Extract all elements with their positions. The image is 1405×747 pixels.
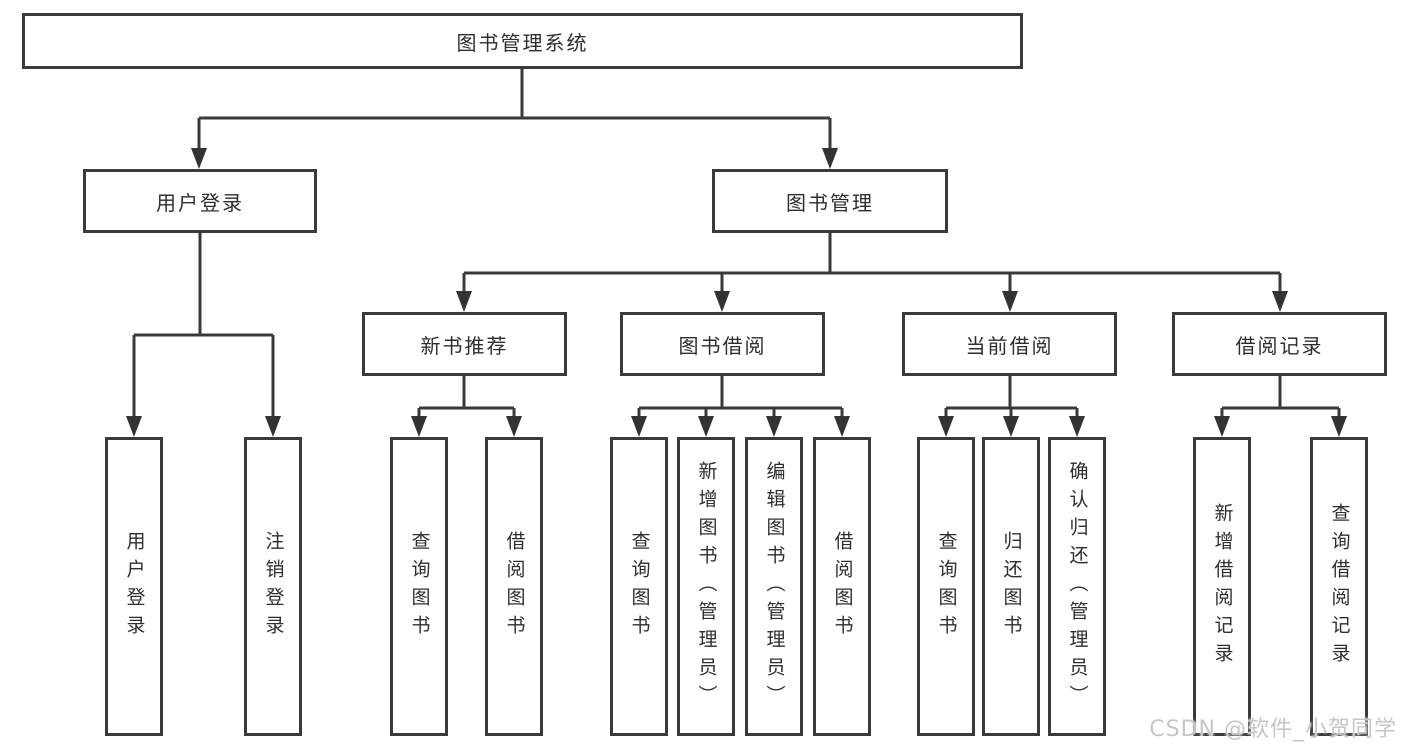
leaf-user-login-label: 用户登录 <box>123 530 146 643</box>
leaf-user-login: 用户登录 <box>105 437 163 736</box>
leaf-current-confirm-return-admin-label: 确认归还（管理员） <box>1066 460 1089 713</box>
leaf-borrowing-query-books: 查询图书 <box>610 437 668 736</box>
leaf-borrowing-add-books-admin-label: 新增图书（管理员） <box>695 460 718 713</box>
node-new-book-recommend-label: 新书推荐 <box>420 333 509 358</box>
node-book-borrowing-label: 图书借阅 <box>678 333 767 358</box>
node-current-borrowing: 当前借阅 <box>902 312 1117 376</box>
leaf-current-confirm-return-admin: 确认归还（管理员） <box>1048 437 1106 736</box>
node-root-library-system: 图书管理系统 <box>22 13 1023 69</box>
leaf-newbooks-borrow-books-label: 借阅图书 <box>503 530 526 643</box>
leaf-current-query-books-label: 查询图书 <box>935 530 958 643</box>
leaf-logout: 注销登录 <box>244 437 302 736</box>
leaf-records-add-record: 新增借阅记录 <box>1193 437 1251 736</box>
leaf-borrowing-borrow-books: 借阅图书 <box>813 437 871 736</box>
node-user-login-branch-label: 用户登录 <box>156 190 244 215</box>
node-root-label: 图书管理系统 <box>456 30 589 55</box>
node-borrowing-records: 借阅记录 <box>1172 312 1387 376</box>
leaf-newbooks-borrow-books: 借阅图书 <box>485 437 543 736</box>
node-book-borrowing: 图书借阅 <box>620 312 825 376</box>
arrowhead-icons <box>126 148 1347 437</box>
node-new-book-recommend: 新书推荐 <box>362 312 567 376</box>
leaf-current-query-books: 查询图书 <box>917 437 975 736</box>
leaf-newbooks-query-books-label: 查询图书 <box>408 530 431 643</box>
leaf-records-add-record-label: 新增借阅记录 <box>1211 502 1234 671</box>
node-book-management-branch: 图书管理 <box>712 169 948 233</box>
leaf-logout-label: 注销登录 <box>262 530 285 643</box>
node-borrowing-records-label: 借阅记录 <box>1235 333 1324 358</box>
leaf-borrowing-query-books-label: 查询图书 <box>628 530 651 643</box>
leaf-borrowing-add-books-admin: 新增图书（管理员） <box>677 437 735 736</box>
leaf-borrowing-edit-books-admin-label: 编辑图书（管理员） <box>763 460 786 713</box>
leaf-records-query-record-label: 查询借阅记录 <box>1328 502 1351 671</box>
node-book-management-branch-label: 图书管理 <box>786 190 874 215</box>
leaf-borrowing-borrow-books-label: 借阅图书 <box>831 530 854 643</box>
node-user-login-branch: 用户登录 <box>83 169 317 233</box>
leaf-records-query-record: 查询借阅记录 <box>1310 437 1368 736</box>
leaf-current-return-books: 归还图书 <box>982 437 1040 736</box>
node-current-borrowing-label: 当前借阅 <box>965 333 1054 358</box>
leaf-borrowing-edit-books-admin: 编辑图书（管理员） <box>745 437 803 736</box>
leaf-newbooks-query-books: 查询图书 <box>390 437 448 736</box>
leaf-current-return-books-label: 归还图书 <box>1000 530 1023 643</box>
csdn-watermark: CSDN @软件_小贺同学 <box>1149 717 1397 742</box>
